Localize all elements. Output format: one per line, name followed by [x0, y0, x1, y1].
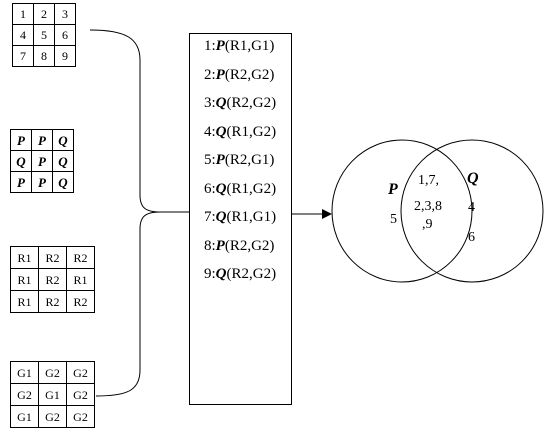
assignment-item: 6:Q(R1,G2): [204, 181, 276, 198]
g-grid-cell: G2: [38, 405, 67, 428]
g-grid-cell: G1: [10, 405, 39, 428]
pq-grid-cell: Q: [52, 171, 74, 193]
assignment-pair: (R2,G1): [224, 152, 275, 168]
assignment-number: 2:: [204, 66, 216, 83]
arrow-head: [322, 209, 332, 219]
venn-q-only-line2: 6: [468, 230, 475, 245]
g-grid-cell: G2: [66, 383, 95, 406]
assignment-set: Q: [215, 180, 227, 197]
number-grid-cell: 3: [54, 3, 76, 25]
number-grid-cell: 9: [54, 45, 76, 67]
assignment-number: 1:: [204, 38, 216, 54]
r-grid-cell: R2: [66, 290, 95, 313]
assignment-pair: (R1,G2): [226, 180, 277, 197]
bracket-middle-upper: [139, 194, 189, 213]
assignment-set: Q: [215, 123, 227, 140]
bracket-middle-lower: [139, 211, 161, 230]
assignment-number: 7:: [204, 209, 216, 225]
assignment-pair: (R2,G2): [226, 95, 277, 111]
venn-set-p-label: P: [388, 181, 398, 198]
assignment-item: 3:Q(R2,G2): [204, 95, 276, 112]
venn-p-only: 5: [390, 212, 397, 227]
assignment-number: 3:: [204, 95, 216, 111]
g-grid-cell: G2: [66, 405, 95, 428]
assignment-item: 2:P(R2,G2): [204, 67, 274, 84]
assignment-pair: (R1,G1): [224, 38, 275, 54]
assignment-item: 7:Q(R1,G1): [204, 209, 276, 226]
assignment-pair: (R2,G2): [224, 237, 275, 254]
assignment-set: Q: [215, 95, 227, 111]
assignment-item: 1:P(R1,G1): [204, 38, 274, 55]
assignment-item: 5:P(R2,G1): [204, 152, 274, 169]
number-grid-cell: 8: [33, 45, 55, 67]
r-grid-cell: R2: [38, 290, 67, 313]
bracket-bottom-curve: [95, 369, 141, 397]
assignment-set: P: [215, 38, 225, 54]
venn-intersection-line3: ,9: [422, 217, 433, 232]
bracket-top-curve: [89, 29, 141, 61]
assignment-number: 8:: [204, 237, 216, 254]
venn-intersection-line2: 2,3,8: [414, 199, 442, 214]
venn-intersection-line1: 1,7,: [418, 173, 439, 188]
assignment-set: P: [215, 66, 225, 83]
assignment-number: 5:: [204, 152, 216, 168]
venn-q-only-line1: 4: [468, 200, 475, 215]
assignment-number: 9:: [204, 266, 216, 282]
venn-circle-q: [400, 139, 544, 283]
venn-set-q-label: Q: [467, 170, 479, 187]
assignment-number: 4:: [204, 123, 216, 140]
venn-circle-p: [331, 139, 473, 283]
assignment-pair: (R2,G2): [224, 66, 275, 83]
assignment-item: 8:P(R2,G2): [204, 238, 274, 255]
r-grid-cell: R1: [10, 290, 39, 313]
assignment-number: 6:: [204, 180, 216, 197]
assignment-item: 4:Q(R1,G2): [204, 124, 276, 141]
assignment-set: Q: [215, 266, 227, 282]
assignment-pair: (R2,G2): [226, 266, 277, 282]
assignment-set: Q: [215, 209, 227, 225]
assignment-item: 9:Q(R2,G2): [204, 266, 276, 283]
g-grid-cell: G2: [10, 383, 39, 406]
assignment-set: P: [215, 237, 225, 254]
assignment-box: 1:P(R1,G1)2:P(R2,G2)3:Q(R2,G2)4:Q(R1,G2)…: [189, 33, 292, 405]
assignment-pair: (R1,G1): [226, 209, 277, 225]
assignment-pair: (R1,G2): [226, 123, 277, 140]
assignment-set: P: [215, 152, 225, 168]
